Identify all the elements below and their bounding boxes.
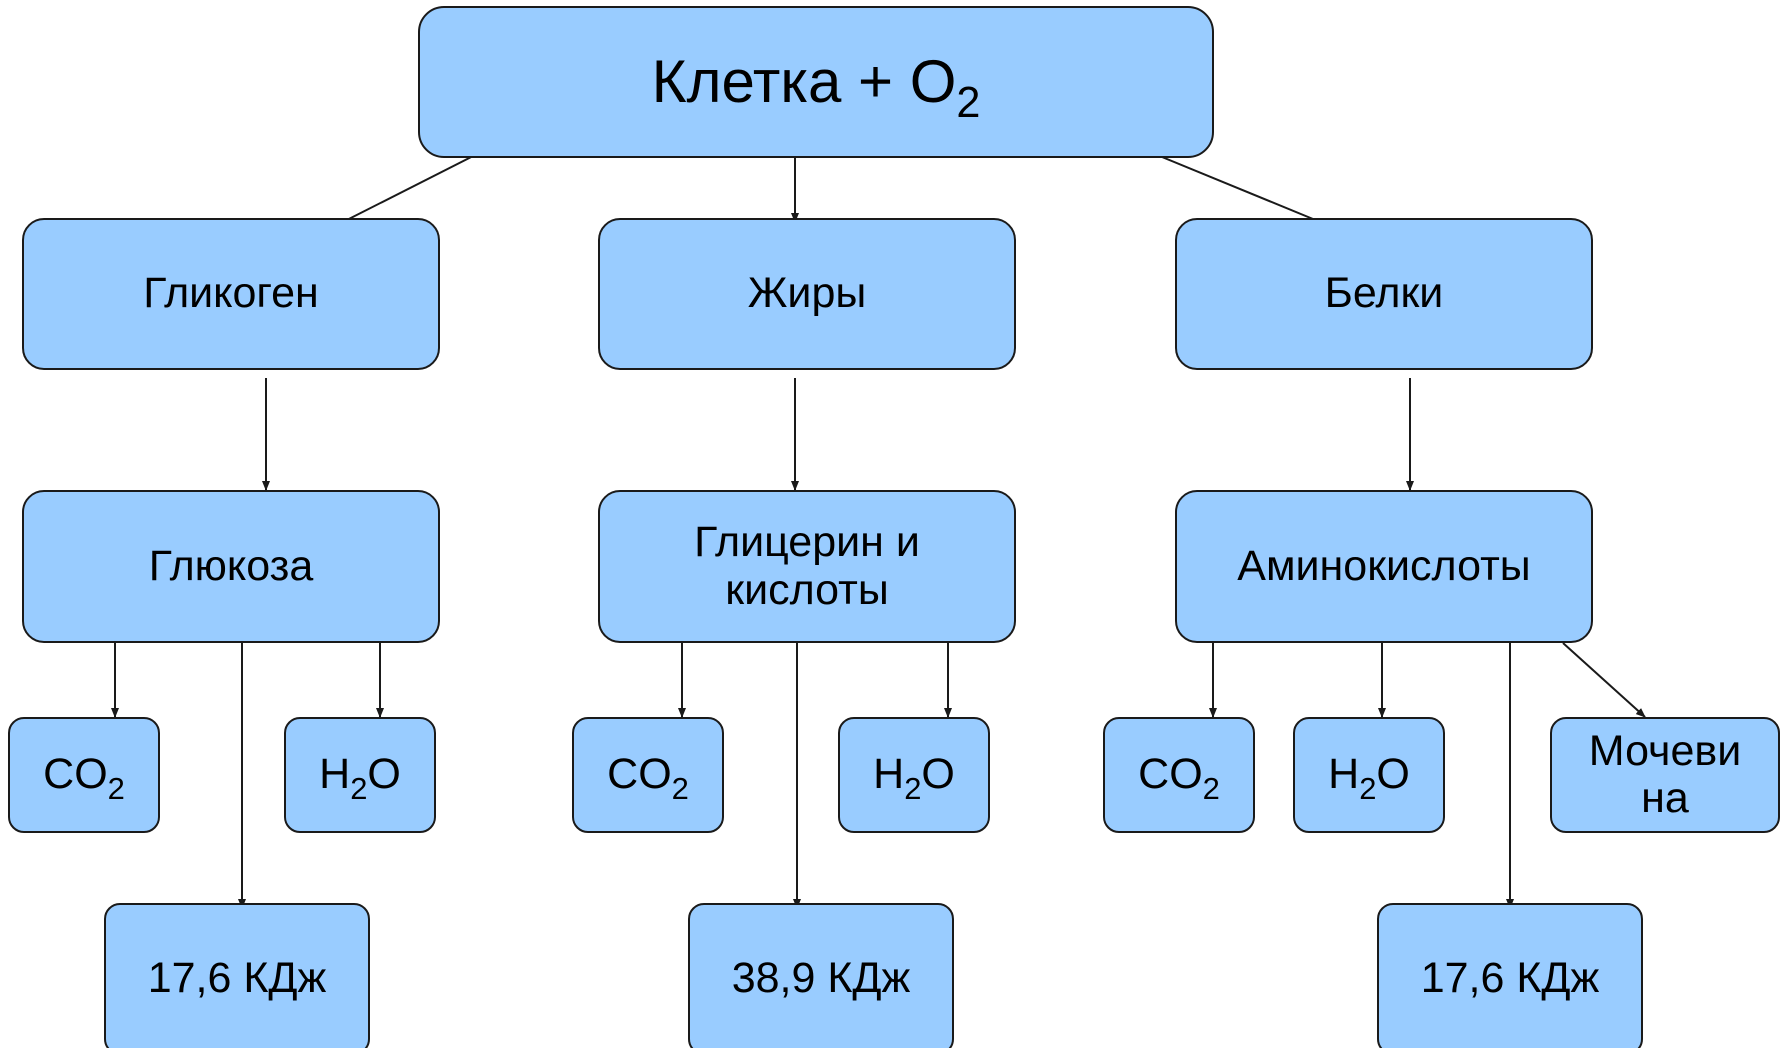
- node-proteins: Белки: [1175, 218, 1593, 370]
- node-glycerin-acids-label: Глицерин и кислоты: [694, 518, 920, 614]
- node-co2-1-label: CO2: [43, 750, 125, 807]
- node-urea: Мочеви на: [1550, 717, 1780, 833]
- node-energy-fats-label: 38,9 КДж: [731, 954, 911, 1003]
- node-energy-proteins-label: 17,6 КДж: [1420, 954, 1600, 1003]
- node-energy-proteins: 17,6 КДж: [1377, 903, 1643, 1048]
- arrow-root-proteins: [1144, 149, 1331, 227]
- node-fats: Жиры: [598, 218, 1016, 370]
- node-co2-3-label: CO2: [1138, 750, 1220, 807]
- arrow-amino-urea: [1562, 642, 1646, 718]
- node-fats-label: Жиры: [747, 269, 867, 318]
- node-energy-glucose: 17,6 КДж: [104, 903, 370, 1048]
- node-h2o-1: H2O: [284, 717, 436, 833]
- node-root-label: Клетка + O2: [651, 48, 981, 128]
- node-glycerin-acids: Глицерин и кислоты: [598, 490, 1016, 643]
- arrow-root-glycogen: [334, 149, 486, 227]
- node-co2-3: CO2: [1103, 717, 1255, 833]
- node-glucose-label: Глюкоза: [148, 541, 314, 590]
- node-root: Клетка + O2: [418, 6, 1214, 158]
- node-amino-acids: Аминокислоты: [1175, 490, 1593, 643]
- node-h2o-2-label: H2O: [873, 750, 955, 807]
- node-co2-2: CO2: [572, 717, 724, 833]
- node-h2o-1-label: H2O: [319, 750, 401, 807]
- node-glycogen: Гликоген: [22, 218, 440, 370]
- node-co2-1: CO2: [8, 717, 160, 833]
- node-proteins-label: Белки: [1324, 269, 1444, 318]
- node-glycogen-label: Гликоген: [143, 269, 319, 318]
- node-energy-glucose-label: 17,6 КДж: [147, 954, 327, 1003]
- node-co2-2-label: CO2: [607, 750, 689, 807]
- node-h2o-3-label: H2O: [1328, 750, 1410, 807]
- node-h2o-3: H2O: [1293, 717, 1445, 833]
- node-glucose: Глюкоза: [22, 490, 440, 643]
- node-urea-label: Мочеви на: [1588, 726, 1742, 822]
- node-energy-fats: 38,9 КДж: [688, 903, 954, 1048]
- node-amino-acids-label: Аминокислоты: [1237, 541, 1531, 590]
- node-h2o-2: H2O: [838, 717, 990, 833]
